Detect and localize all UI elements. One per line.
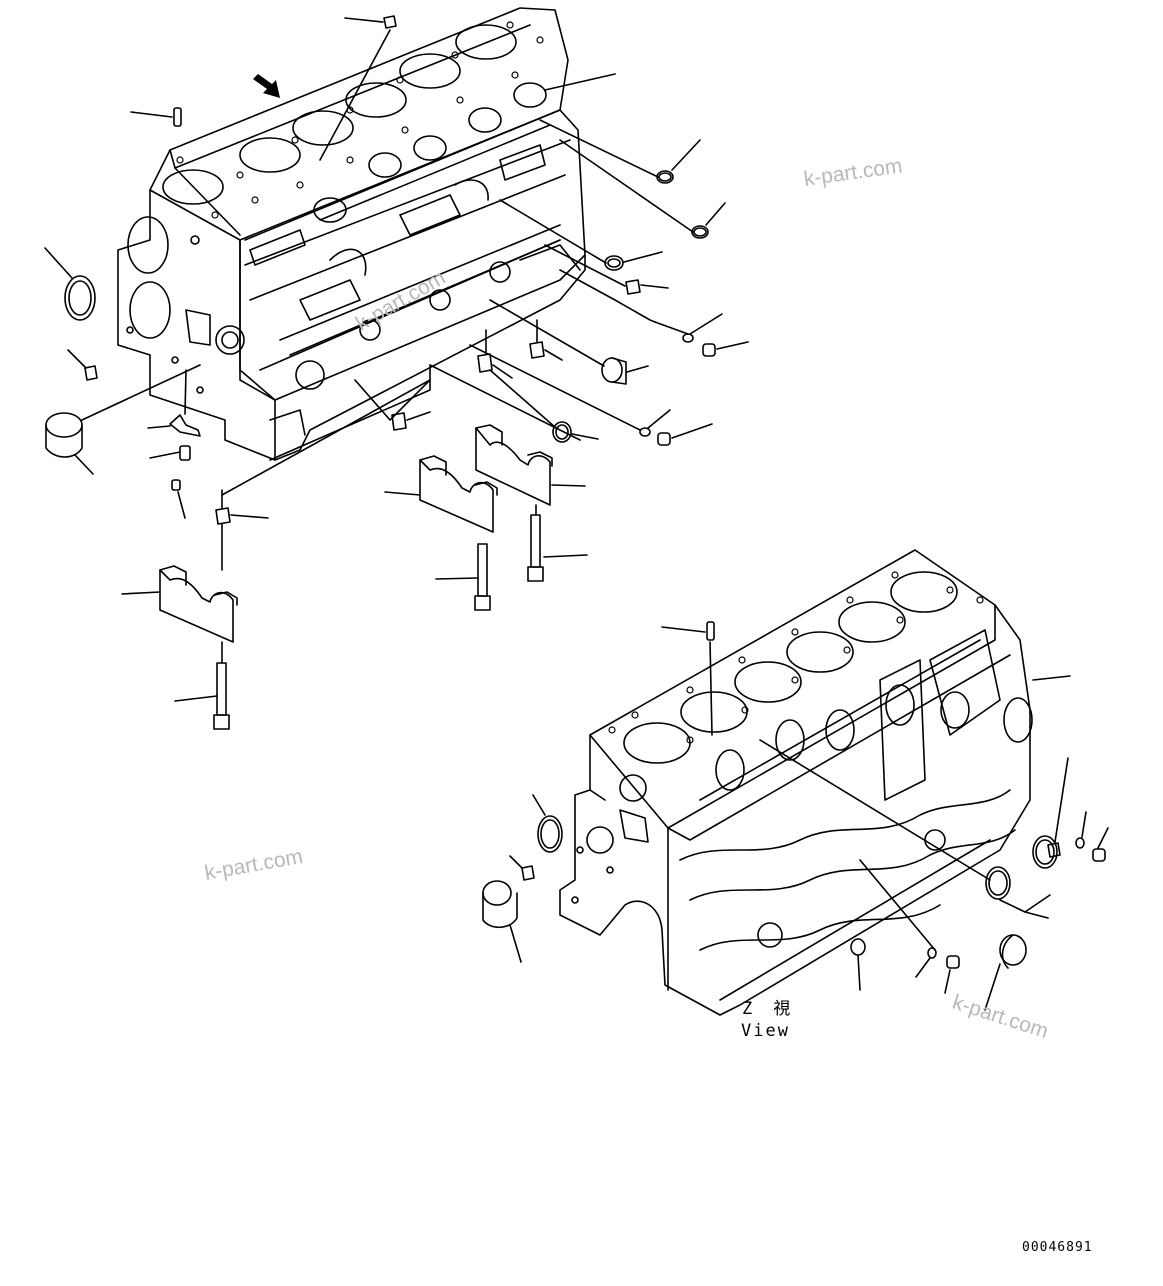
z-seal-ring-left [533, 795, 562, 852]
z-plug-left [510, 856, 534, 880]
diagram-reference-code: 00046891 [1022, 1240, 1093, 1255]
crank-bushing [46, 365, 200, 474]
cylinder-bore-4 [346, 83, 406, 117]
z-cylinder-bore-5 [839, 602, 905, 642]
z-o-ring [1076, 812, 1086, 848]
cylinder-block-upper [118, 8, 585, 460]
plug-small-1 [545, 245, 668, 294]
cylinder-bore-6 [456, 25, 516, 59]
cam-bushing-upper [490, 300, 648, 384]
top-plug [320, 16, 396, 160]
small-bolt [150, 446, 190, 460]
o-ring-small-1 [683, 314, 722, 342]
z-small-bushing [851, 939, 865, 990]
o-ring-small-2 [640, 410, 670, 436]
cylinder-bore-1 [163, 170, 223, 204]
z-plug-far-right [1093, 828, 1108, 861]
main-bearing-cap-1 [476, 425, 585, 505]
cam-bushing-small [490, 370, 598, 442]
oil-jet-clip [148, 370, 200, 436]
z-plug-2 [945, 956, 959, 993]
z-o-ring-2 [916, 948, 936, 977]
cylinder-bore-3 [293, 111, 353, 145]
z-cylinder-bore-6 [891, 572, 957, 612]
z-seal-ring-right-1 [986, 867, 1010, 899]
main-bolt-2 [436, 544, 490, 610]
z-cylinder-bore-1 [624, 723, 690, 763]
front-seal-ring [45, 248, 95, 320]
z-bushing-right [985, 935, 1026, 1010]
cylinder-bore-5 [400, 54, 460, 88]
view-label-symbol: Z 視 [742, 999, 793, 1019]
plug-center-1 [392, 412, 430, 430]
pin-small [172, 480, 185, 518]
view-label-word: View [741, 1021, 790, 1041]
main-bolt-1 [528, 505, 587, 581]
z-dowel-pin [662, 622, 714, 735]
plug-center-3 [530, 320, 562, 360]
seal-ring-1 [540, 120, 700, 183]
z-cylinder-bore-2 [681, 692, 747, 732]
plug-center-2 [478, 330, 512, 378]
plug-lower [216, 490, 268, 570]
cylinder-bore-2 [240, 138, 300, 172]
z-plug-right [1048, 758, 1068, 857]
z-cylinder-bore-3 [735, 662, 801, 702]
dowel-pin [131, 108, 181, 126]
plug-small-3 [658, 424, 712, 445]
seal-ring-3 [500, 200, 662, 270]
seal-ring-2 [560, 140, 725, 238]
main-bearing-cap-3 [122, 566, 237, 642]
plug-small-2 [703, 342, 748, 356]
direction-arrow-icon [253, 74, 280, 98]
main-bolt-3 [175, 642, 229, 729]
z-cylinder-bore-4 [787, 632, 853, 672]
main-bearing-cap-2 [385, 456, 497, 532]
front-plug [68, 350, 97, 380]
z-seal-ring-right-2 [1033, 836, 1057, 868]
z-crank-bushing [483, 881, 521, 962]
cylinder-block-z-view [560, 550, 1032, 1015]
